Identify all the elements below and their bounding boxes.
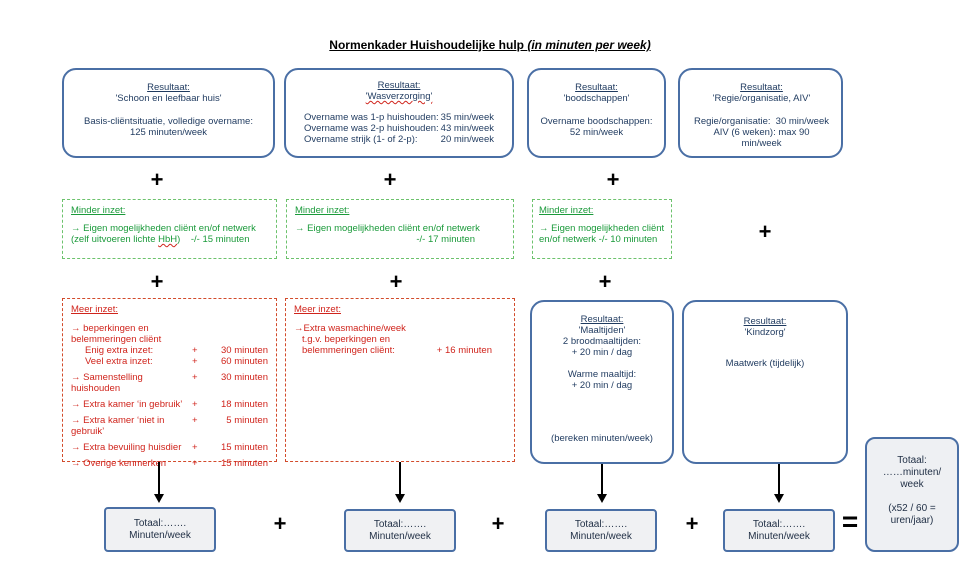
minder-line: → Eigen mogelijkheden cliënt en/of netwe… — [71, 223, 256, 234]
arrow-down — [158, 462, 160, 494]
result-name: 'boodschappen' — [563, 93, 630, 104]
total-box-4: Totaal:…….Minuten/week — [723, 509, 835, 552]
meer-item: Veel extra inzet:+60 minuten — [85, 356, 268, 367]
meer-heading: Meer inzet: — [71, 304, 118, 315]
minder-line: en/of netwerk -/- 10 minuten — [539, 234, 658, 245]
result-maaltijden: Resultaat: 'Maaltijden' 2 broodmaaltijde… — [530, 300, 674, 464]
grand-total-box: Totaal: ……minuten/ week (x52 / 60 = uren… — [865, 437, 959, 552]
arrow-down — [601, 464, 603, 494]
result-heading: Resultaat: — [740, 82, 783, 93]
result-heading: Resultaat: — [743, 316, 787, 327]
plus-sign: + — [685, 511, 699, 536]
meer-inzet-2: Meer inzet: →Extra wasmachine/week t.g.v… — [285, 298, 515, 462]
title-italic: (in minuten per week) — [527, 38, 651, 52]
arrow-head — [774, 494, 784, 503]
meer-inzet-1: Meer inzet: → beperkingen en belemmering… — [62, 298, 277, 469]
arrow-head — [154, 494, 164, 503]
meer-item: Enig extra inzet:+30 minuten — [85, 345, 268, 356]
result-line: 125 minuten/week — [129, 127, 208, 138]
result-wasverzorging: Resultaat: 'Wasverzorging' Overname was … — [284, 68, 514, 158]
minder-line: → Eigen mogelijkheden cliënt — [539, 223, 665, 234]
result-row: Overname was 1-p huishouden:35 min/week — [304, 112, 494, 123]
plus-sign: + — [273, 511, 287, 536]
title-main: Normenkader Huishoudelijke hulp — [329, 38, 528, 52]
result-line: 52 min/week — [569, 127, 624, 138]
minder-line: → Eigen mogelijkheden cliënt en/of netwe… — [295, 223, 480, 234]
minder-heading: Minder inzet: — [295, 205, 350, 216]
result-heading: Resultaat: — [377, 80, 421, 91]
minder-inzet-2: Minder inzet: → Eigen mogelijkheden clië… — [286, 199, 514, 259]
minder-line: -/- 17 minuten — [416, 234, 475, 245]
result-line: Warme maaltijd: — [567, 369, 637, 380]
meer-item: → Overige kenmerken+15 minuten — [71, 458, 268, 469]
total-box-2: Totaal:…….Minuten/week — [344, 509, 456, 552]
result-line: + 20 min / dag — [571, 380, 633, 391]
meer-item: → Extra bevuiling huisdier+15 minuten — [71, 442, 268, 453]
plus-sign: + — [491, 511, 505, 536]
result-regie-aiv: Resultaat: 'Regie/organisatie, AIV' Regi… — [678, 68, 843, 158]
total-box-1: Totaal:…….Minuten/week — [104, 507, 216, 552]
arrow-head — [395, 494, 405, 503]
result-line: (bereken minuten/week) — [551, 433, 653, 444]
result-row: Overname was 2-p huishouden:43 min/week — [304, 123, 494, 134]
minder-inzet-1: Minder inzet: → Eigen mogelijkheden clië… — [62, 199, 277, 259]
result-name: 'Regie/organisatie, AIV' — [712, 93, 811, 104]
plus-sign: + — [150, 167, 164, 192]
meer-heading: Meer inzet: — [294, 304, 341, 315]
meer-line: belemmeringen cliënt:+ 16 minuten — [302, 345, 492, 356]
arrow-down — [399, 462, 401, 494]
meer-item: → beperkingen en belemmeringen cliënt — [71, 323, 162, 345]
result-heading: Resultaat: — [147, 82, 190, 93]
plus-sign: + — [606, 167, 620, 192]
meer-item: → Samenstelling huishouden+30 minuten — [71, 372, 268, 394]
result-name: 'Kindzorg' — [744, 327, 786, 338]
plus-sign: + — [598, 269, 612, 294]
result-heading: Resultaat: — [580, 314, 624, 325]
page-title: Normenkader Huishoudelijke hulp (in minu… — [0, 38, 980, 52]
plus-sign: + — [389, 269, 403, 294]
arrow-head — [597, 494, 607, 503]
result-row: Overname strijk (1- of 2-p):20 min/week — [304, 134, 494, 145]
result-line: 2 broodmaaltijden: — [562, 336, 642, 347]
result-schoon-huis: Resultaat: 'Schoon en leefbaar huis' Bas… — [62, 68, 275, 158]
result-line: + 20 min / dag — [571, 347, 633, 358]
minder-heading: Minder inzet: — [71, 205, 126, 216]
total-box-3: Totaal:…….Minuten/week — [545, 509, 657, 552]
meer-item: → Extra kamer ‘niet in gebruik’+5 minute… — [71, 415, 268, 437]
meer-line: t.g.v. beperkingen en — [302, 334, 391, 345]
result-line: Basis-cliëntsituatie, volledige overname… — [84, 116, 253, 127]
result-line: Maatwerk (tijdelijk) — [725, 358, 805, 369]
result-heading: Resultaat: — [575, 82, 618, 93]
plus-sign: + — [758, 219, 772, 244]
meer-item: → Extra kamer ‘in gebruik’+18 minuten — [71, 399, 268, 410]
result-kindzorg: Resultaat: 'Kindzorg' Maatwerk (tijdelij… — [682, 300, 848, 464]
result-line: Overname boodschappen: — [540, 116, 653, 127]
result-name: 'Maaltijden' — [578, 325, 626, 336]
minder-line: (zelf uitvoeren lichte HbH) -/- 15 minut… — [71, 234, 250, 245]
equals-sign: = — [841, 506, 859, 537]
meer-line: →Extra wasmachine/week — [294, 323, 406, 334]
minder-heading: Minder inzet: — [539, 205, 594, 216]
result-row: Regie/organisatie:30 min/week — [694, 116, 829, 127]
plus-sign: + — [150, 269, 164, 294]
result-name: 'Wasverzorging' — [365, 91, 433, 102]
minder-inzet-3: Minder inzet: → Eigen mogelijkheden clië… — [532, 199, 672, 259]
result-row: AIV (6 weken): max 90 min/week — [713, 127, 810, 149]
arrow-down — [778, 464, 780, 494]
result-name: 'Schoon en leefbaar huis' — [115, 93, 222, 104]
result-boodschappen: Resultaat: 'boodschappen' Overname boods… — [527, 68, 666, 158]
plus-sign: + — [383, 167, 397, 192]
